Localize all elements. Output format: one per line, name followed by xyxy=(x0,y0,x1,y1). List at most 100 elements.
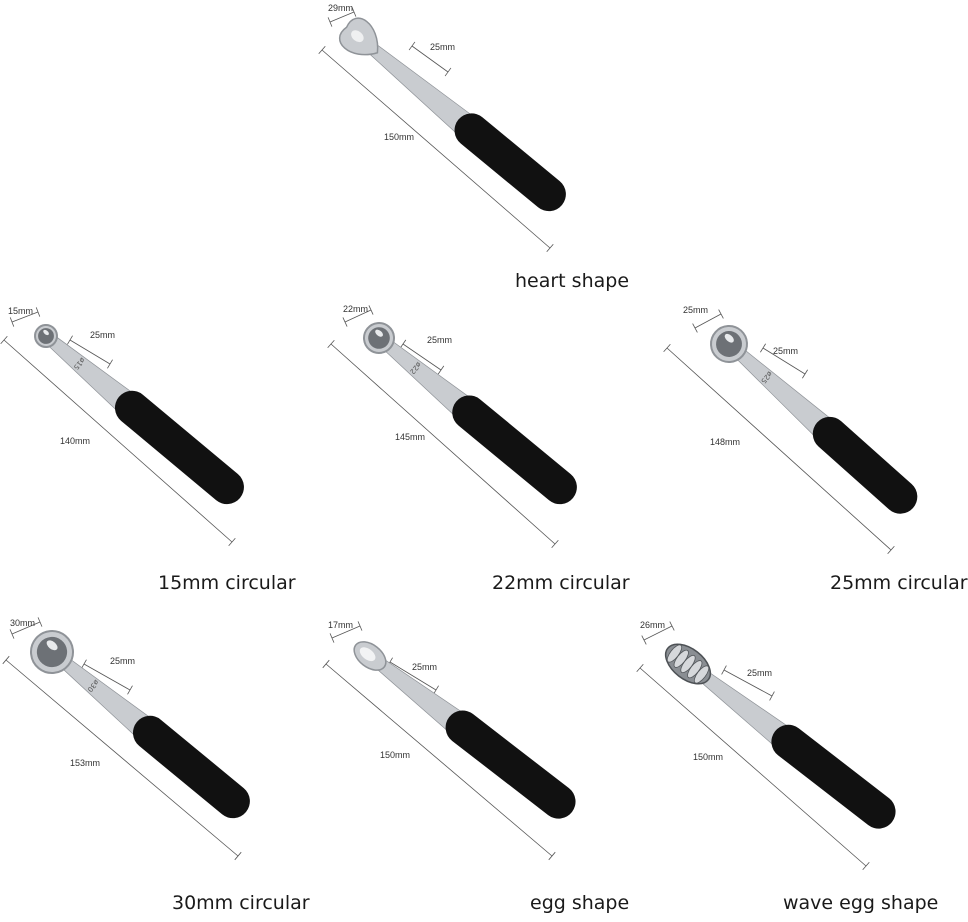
tool-caption: 30mm circular xyxy=(172,892,310,914)
total-length-dimension-line xyxy=(330,343,556,545)
neck-length-dimension-line-tick-start xyxy=(81,659,87,669)
neck-length-dimension-line xyxy=(69,339,111,365)
head-width-label: 15mm xyxy=(8,306,34,316)
tool-heart: 29mm 25mm 150mm heart shape xyxy=(300,0,640,300)
black-handle xyxy=(445,710,576,819)
head-width-dimension-line-tick-end xyxy=(718,309,724,319)
neck-length-label: 25mm xyxy=(90,330,116,340)
head-width-dimension-line-tick-end xyxy=(357,621,363,631)
tool-caption: 25mm circular xyxy=(830,572,968,594)
wave-ridge xyxy=(693,665,710,684)
head-width-dimension-line-tick-end xyxy=(368,305,374,315)
total-length-label: 150mm xyxy=(384,132,415,142)
neck-length-dimension-line xyxy=(83,663,131,691)
head-width-label: 17mm xyxy=(328,620,354,630)
total-length-dimension-line-tick-start xyxy=(636,663,644,673)
scoop-highlight xyxy=(351,30,364,43)
head-width-dimension-line-tick-start xyxy=(9,317,15,327)
head-width-label: 26mm xyxy=(640,620,666,630)
head-width-dimension-line xyxy=(344,309,372,323)
neck-length-dimension-line xyxy=(723,669,773,697)
head-width-dimension-line-tick-start xyxy=(692,323,698,333)
tool-illustration-25mm: ø25 xyxy=(663,309,918,554)
neck-length-dimension-line-tick-start xyxy=(399,339,407,349)
total-length-dimension-line-tick-start xyxy=(0,335,8,345)
tool-caption: 15mm circular xyxy=(158,572,296,594)
neck-length-dimension-line-tick-end xyxy=(437,365,445,375)
tool-illustration-22mm: ø22 xyxy=(327,305,577,548)
total-length-label: 150mm xyxy=(380,750,411,760)
scoop-highlight xyxy=(46,640,58,651)
head-width-dimension-line-tick-start xyxy=(342,317,348,327)
neck-length-dimension-line-tick-end xyxy=(444,67,452,77)
neck-length-dimension-line-tick-end xyxy=(107,359,113,369)
neck-length-label: 25mm xyxy=(412,662,438,672)
black-handle xyxy=(132,715,250,819)
scoop-highlight xyxy=(43,329,49,336)
scoop-head xyxy=(710,325,748,363)
scoop-bowl xyxy=(36,636,68,668)
head-width-label: 25mm xyxy=(683,305,709,315)
neck-length-dimension-line-tick-end xyxy=(127,685,133,695)
tool-illustration-heart xyxy=(318,7,566,253)
total-length-dimension-line-tick-end xyxy=(551,540,559,548)
head-width-label: 29mm xyxy=(328,3,354,13)
scoop-head xyxy=(34,324,58,348)
total-length-dimension-line-tick-end xyxy=(548,851,556,861)
tool-caption: wave egg shape xyxy=(783,892,939,914)
head-width-dimension-line xyxy=(694,313,722,329)
neck-length-dimension-line-tick-start xyxy=(721,665,727,675)
head-width-dimension-line xyxy=(329,11,355,23)
tool-25mm-circular: ø25 25mm 25mm 148mm 25mm circular xyxy=(655,300,968,600)
scoop-head xyxy=(29,630,74,674)
neck-length-label: 25mm xyxy=(427,335,453,345)
scoop-bowl xyxy=(368,327,390,349)
total-length-dimension-line xyxy=(321,49,551,249)
neck-length-label: 25mm xyxy=(773,346,799,356)
scoop-head xyxy=(353,641,387,671)
neck-length-dimension-line xyxy=(411,45,449,73)
neck-length-dimension-line xyxy=(402,343,442,371)
tool-illustration-15mm: ø15 xyxy=(0,307,244,547)
scoop-highlight xyxy=(375,329,383,337)
total-length-dimension-line-tick-end xyxy=(228,537,236,547)
head-width-dimension-line xyxy=(11,311,39,323)
total-length-dimension-line xyxy=(666,347,892,551)
head-width-dimension-line-tick-start xyxy=(641,635,647,645)
tool-22mm-circular: ø22 22mm 25mm 145mm 22mm circular xyxy=(325,300,635,600)
total-length-dimension-line-tick-start xyxy=(2,655,10,665)
neck-length-label: 25mm xyxy=(747,668,773,678)
neck-length-dimension-line-tick-start xyxy=(67,335,73,345)
head-width-label: 30mm xyxy=(10,618,36,628)
head-width-dimension-line xyxy=(643,625,673,641)
neck-length-dimension-line xyxy=(389,661,437,691)
total-length-label: 153mm xyxy=(70,758,101,768)
tool-30mm-circular: ø30 30mm 25mm 153mm 30mm circular xyxy=(0,612,320,922)
scoop-head xyxy=(363,322,395,354)
neck-length-label: 25mm xyxy=(430,42,456,52)
scoop-highlight xyxy=(724,333,734,343)
head-width-dimension-line-tick-start xyxy=(327,17,333,27)
total-length-dimension-line-tick-start xyxy=(322,659,330,669)
total-length-label: 150mm xyxy=(693,752,724,762)
neck-length-dimension-line xyxy=(762,347,806,375)
tool-caption: 22mm circular xyxy=(492,572,630,594)
scoop-head xyxy=(664,643,712,685)
total-length-dimension-line xyxy=(639,667,867,867)
tool-illustration-wave-egg xyxy=(636,621,896,871)
neck-length-dimension-line-tick-start xyxy=(408,41,416,51)
total-length-dimension-line-tick-end xyxy=(234,851,242,861)
total-length-dimension-line-tick-end xyxy=(862,861,870,871)
tool-15mm-circular: ø15 15mm 25mm 140mm 15mm circular xyxy=(0,300,310,600)
total-length-label: 145mm xyxy=(395,432,426,442)
black-handle xyxy=(454,113,566,212)
black-handle xyxy=(452,395,577,505)
scoop-highlight xyxy=(359,647,376,662)
tool-caption: heart shape xyxy=(515,270,630,292)
head-width-dimension-line xyxy=(11,621,41,635)
head-width-dimension-line-tick-start xyxy=(329,633,335,643)
total-length-label: 140mm xyxy=(60,436,91,446)
scoop-bowl xyxy=(38,328,54,344)
total-length-dimension-line xyxy=(325,663,553,857)
scoop-head xyxy=(339,17,379,56)
